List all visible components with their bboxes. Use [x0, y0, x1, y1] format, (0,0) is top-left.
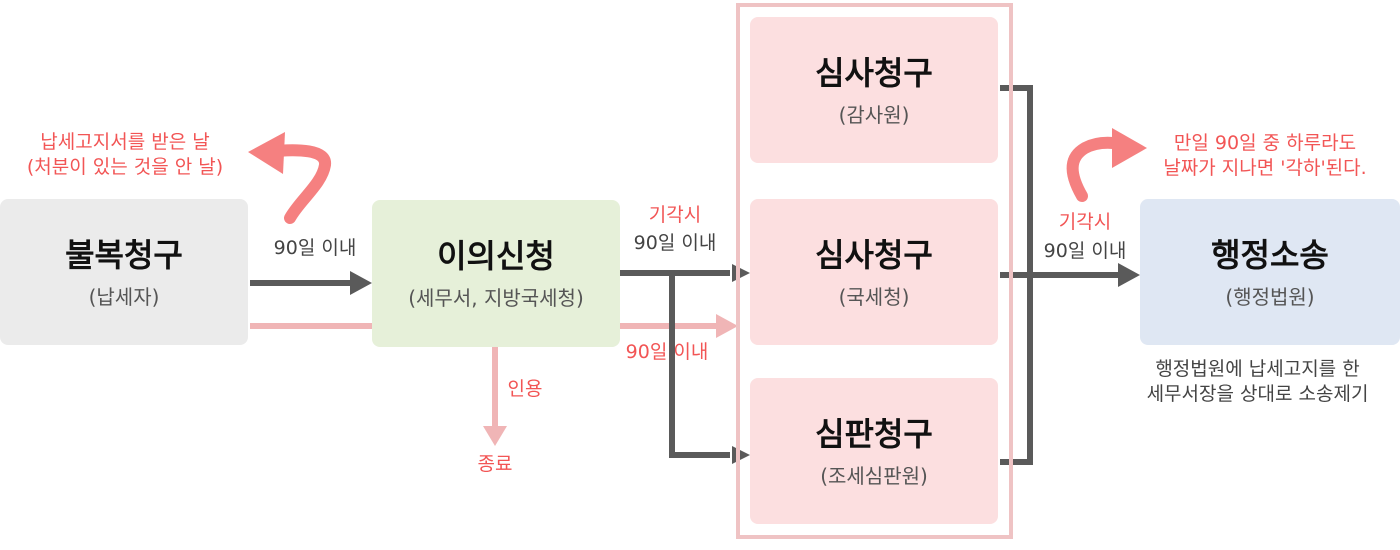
- tribunal-box: 심판청구 (조세심판원): [750, 378, 998, 524]
- end-label: 종료: [477, 453, 513, 475]
- arrow-direct-to-review-head: [716, 314, 738, 338]
- dismiss-label-b: 기각시: [1058, 211, 1112, 233]
- appeal-title: 이의신청: [437, 237, 555, 275]
- within90-label-c: 90일 이내: [1043, 240, 1127, 262]
- warning-line1: 만일 90일 중 하루라도: [1173, 132, 1357, 154]
- review-audit-box: 심사청구 (감사원): [750, 17, 998, 163]
- arrow-accepted-end-head: [483, 426, 507, 446]
- review-nts-sub: (국세청): [838, 284, 910, 309]
- lawsuit-sub: (행정법원): [1225, 284, 1315, 309]
- objection-sub: (납세자): [88, 284, 160, 309]
- lawsuit-note-line1: 행정법원에 납세고지를 한: [1155, 358, 1360, 380]
- lawsuit-note-line2: 세무서장을 상대로 소송제기: [1146, 382, 1369, 405]
- review-nts-box: 심사청구 (국세청): [750, 199, 998, 345]
- appeal-sub: (세무서, 지방국세청): [408, 286, 584, 310]
- arrow-appeal-to-tribunal: [669, 273, 730, 458]
- within90-label-a: 90일 이내: [273, 237, 357, 259]
- tribunal-title: 심판청구: [815, 414, 933, 453]
- lawsuit-box: 행정소송 (행정법원): [1140, 199, 1400, 345]
- appeal-box: 이의신청 (세무서, 지방국세청): [372, 200, 620, 347]
- review-audit-title: 심사청구: [815, 53, 933, 92]
- notice-line2: (처분이 있는 것을 안 날): [26, 155, 224, 178]
- warning-label: 만일 90일 중 하루라도 날짜가 지나면 '각하'된다.: [1140, 131, 1390, 180]
- curved-arrow-right-head: [1112, 128, 1147, 168]
- review-group-frame: [736, 3, 1013, 539]
- arrow-to-lawsuit-head: [1118, 263, 1140, 287]
- accepted-label: 인용: [507, 378, 543, 400]
- notice-line1: 납세고지서를 받은 날: [40, 131, 210, 153]
- curved-arrow-left: [259, 144, 331, 224]
- notice-label: 납세고지서를 받은 날 (처분이 있는 것을 안 날): [0, 130, 250, 179]
- objection-box: 불복청구 (납세자): [0, 199, 248, 345]
- tribunal-sub: (조세심판원): [820, 463, 928, 488]
- review-nts-title: 심사청구: [815, 235, 933, 274]
- within90-label-b: 90일 이내: [633, 232, 717, 254]
- curved-arrow-left-head: [248, 132, 285, 174]
- dismiss-label-a: 기각시: [648, 204, 702, 226]
- lawsuit-note: 행정법원에 납세고지를 한 세무서장을 상대로 소송제기: [1115, 357, 1400, 406]
- objection-title: 불복청구: [65, 235, 183, 274]
- review-audit-sub: (감사원): [838, 102, 910, 127]
- warning-line2: 날짜가 지나면 '각하'된다.: [1163, 156, 1367, 179]
- arrow-objection-to-appeal-head: [350, 271, 372, 295]
- within90-red-label: 90일 이내: [625, 341, 709, 363]
- lawsuit-title: 행정소송: [1211, 235, 1329, 274]
